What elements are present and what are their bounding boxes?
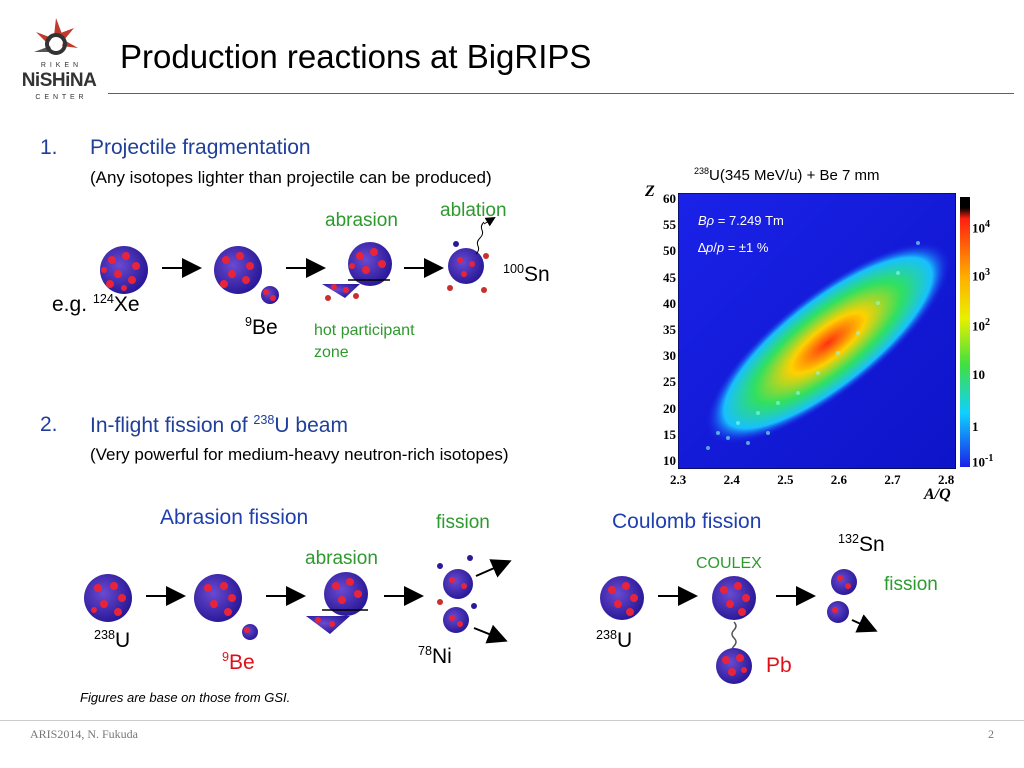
be-target-nucleus xyxy=(261,286,279,304)
coulomb-fission-diagram xyxy=(600,569,878,684)
sn100-label: 100Sn xyxy=(503,262,550,286)
pid-dots xyxy=(706,241,920,450)
u238-nucleus-a xyxy=(84,574,132,622)
u238-nucleus-c xyxy=(600,576,644,620)
colorbar-tick: 10 xyxy=(972,367,985,382)
fission-fragments-a xyxy=(437,555,512,644)
colorbar-tick: 1 xyxy=(972,419,979,434)
x-axis-label: A/Q xyxy=(924,486,951,503)
sn-fragment xyxy=(447,216,496,293)
y-tick-45: 45 xyxy=(663,269,676,285)
page-number: 2 xyxy=(988,727,994,741)
coulomb-fragments xyxy=(827,569,878,633)
u238-nucleus-b xyxy=(194,574,242,622)
section2-heading: In-flight fission of 238U beam xyxy=(90,413,348,437)
fission-label-1: fission xyxy=(436,512,490,533)
abrasion-label: abrasion xyxy=(325,210,398,231)
section1-number: 1. xyxy=(40,136,58,159)
y-tick-30: 30 xyxy=(663,348,676,364)
section1-heading: Projectile fragmentation xyxy=(90,136,311,159)
abraded-nucleus xyxy=(322,242,392,301)
colorbar-tick: 10-1 xyxy=(972,453,994,470)
ablation-label: ablation xyxy=(440,200,507,221)
dpp-label: ∆p/p = ±1 % xyxy=(698,240,769,255)
abrasion-label-2: abrasion xyxy=(305,548,378,569)
abrasion-fission-title: Abrasion fission xyxy=(160,506,309,529)
footnote: Figures are base on those from GSI. xyxy=(80,690,291,705)
x-tick-labels: 2.3 2.4 2.5 2.6 2.7 2.8 xyxy=(670,472,956,488)
y-tick-35: 35 xyxy=(663,322,676,337)
x-tick-2.8: 2.8 xyxy=(938,472,955,487)
pid-band xyxy=(705,242,951,444)
slide-title: Production reactions at BigRIPS xyxy=(120,38,592,75)
fission-label-2: fission xyxy=(884,574,938,595)
colorbar-tick: 104 xyxy=(972,219,990,236)
footer-left: ARIS2014, N. Fukuda xyxy=(30,727,139,741)
projectile-nucleus xyxy=(214,246,262,294)
y-tick-50: 50 xyxy=(663,243,676,259)
logo-main-text: NiSHiNA xyxy=(21,70,97,91)
section1-subtitle: (Any isotopes lighter than projectile ca… xyxy=(90,168,492,187)
u238-excited-nucleus xyxy=(712,576,756,620)
x-tick-2.7: 2.7 xyxy=(884,472,901,487)
colorbar-tick: 102 xyxy=(972,317,990,334)
riken-nishina-logo xyxy=(14,12,104,107)
x-tick-2.3: 2.3 xyxy=(670,472,687,487)
y-tick-55: 55 xyxy=(663,217,676,233)
plot-title: 238U(345 MeV/u) + Be 7 mm xyxy=(694,166,880,184)
section2-number: 2. xyxy=(40,413,58,436)
ni78-label: 78Ni xyxy=(418,644,452,668)
footer-rule xyxy=(0,720,1024,721)
be9-nucleus xyxy=(242,624,258,640)
abraded-u-nucleus xyxy=(306,572,368,634)
y-tick-15: 15 xyxy=(663,426,676,442)
x-tick-2.5: 2.5 xyxy=(777,472,794,487)
x-tick-2.6: 2.6 xyxy=(830,472,848,487)
pb-label: Pb xyxy=(766,654,792,677)
colorbar xyxy=(960,197,970,467)
y-tick-60: 60 xyxy=(663,191,676,206)
abrasion-fission-diagram xyxy=(84,555,512,644)
brho-label: Bρ = 7.249 Tm xyxy=(698,213,784,228)
coulomb-fission-title: Coulomb fission xyxy=(612,510,762,533)
y-tick-25: 25 xyxy=(663,374,676,390)
colorbar-tick: 103 xyxy=(972,267,990,284)
sn132-label: 132Sn xyxy=(838,532,885,556)
y-tick-labels: 60 55 50 45 40 35 30 25 20 15 10 xyxy=(652,191,676,469)
logo-bottom-text: C E N T E R xyxy=(35,94,85,101)
x-tick-2.4: 2.4 xyxy=(723,472,740,487)
be-label: 9Be xyxy=(245,315,278,339)
coulex-label: COULEX xyxy=(696,555,762,572)
be9-label-red: 9Be xyxy=(222,650,255,674)
hot-participant-zone-label: hot participant zone xyxy=(314,322,415,361)
y-axis-label: Z xyxy=(645,183,655,200)
y-tick-40: 40 xyxy=(663,295,676,311)
title-rule xyxy=(108,93,1014,94)
y-tick-20: 20 xyxy=(663,400,676,416)
pid-plot-area xyxy=(678,193,956,469)
u238-label-a: 238U xyxy=(94,628,131,652)
logo-top-text: R I K E N xyxy=(40,62,80,69)
pb-nucleus xyxy=(716,648,752,684)
y-tick-10: 10 xyxy=(663,453,676,468)
xe-label: e.g. 124Xe xyxy=(52,292,140,316)
xe-nucleus xyxy=(100,246,148,294)
u238-label-c: 238U xyxy=(596,628,633,652)
section2-subtitle: (Very powerful for medium-heavy neutron-… xyxy=(90,445,509,464)
fragmentation-diagram xyxy=(100,216,496,304)
